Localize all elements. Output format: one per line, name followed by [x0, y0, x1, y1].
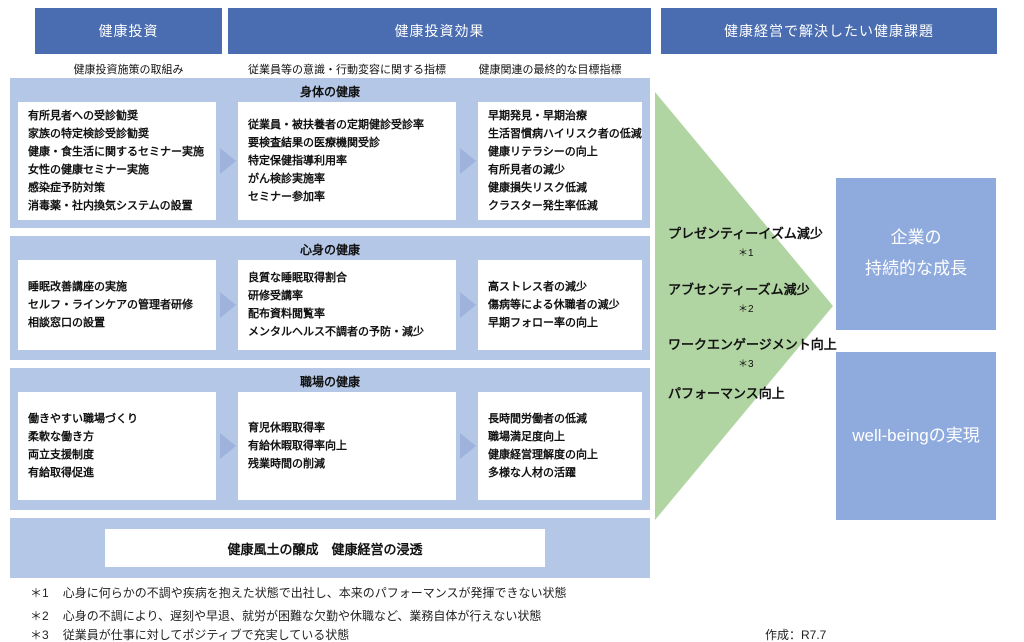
list-item: セミナー参加率 [248, 191, 325, 203]
outcome-text: 持続的な成長 [865, 259, 967, 278]
header-health-investment: 健康投資 [35, 8, 222, 54]
list-item: 健康リテラシーの向上 [488, 146, 598, 158]
outcome-text: 企業の [890, 228, 942, 248]
list-item: 従業員・被扶養者の定期健診受診率 [248, 119, 424, 131]
sublabel-behavior-indicators: 従業員等の意識・行動変容に関する指標 [248, 64, 446, 76]
indicator-box-workplace: 育児休暇取得率 有給休暇取得率向上 残業時間の削減 [238, 392, 456, 500]
footnote-mark: ＊1 [30, 586, 49, 600]
list-item: 家族の特定検診受診勧奨 [28, 128, 149, 140]
arrow-right-icon [220, 292, 236, 318]
list-item: 多様な人材の活躍 [488, 467, 576, 479]
list-item: 研修受講率 [248, 290, 303, 302]
outcome-text: well-beingの実現 [852, 425, 980, 445]
arrow-right-icon [460, 433, 476, 459]
list-item: セルフ・ラインケアの管理者研修 [28, 299, 193, 311]
list-item: 働きやすい職場づくり [28, 413, 138, 425]
arrow-item-label: パフォーマンス向上 [668, 386, 785, 401]
goal-box-workplace: 長時間労働者の低減 職場満足度向上 健康経営理解度の向上 多様な人材の活躍 [478, 392, 642, 500]
indicator-box-physical: 従業員・被扶養者の定期健診受診率 要検査結果の医療機関受診 特定保健指導利用率 … [238, 102, 456, 220]
list-item: 睡眠改善講座の実施 [28, 281, 127, 293]
footnote-3: ＊3 従業員が仕事に対してポジティブで充実している状態 [30, 626, 349, 642]
investment-box-mental: 睡眠改善講座の実施 セルフ・ラインケアの管理者研修 相談窓口の設置 [18, 260, 216, 350]
row-mental-health: 心身の健康 睡眠改善講座の実施 セルフ・ラインケアの管理者研修 相談窓口の設置 … [10, 236, 650, 360]
list-item: 長時間労働者の低減 [488, 413, 587, 425]
arrow-right-icon [460, 292, 476, 318]
header-health-issues: 健康経営で解決したい健康課題 [661, 8, 997, 54]
list-item: 残業時間の削減 [248, 458, 325, 470]
list-item: 高ストレス者の減少 [488, 281, 587, 293]
outcome-box-growth: 企業の 持続的な成長 [836, 178, 996, 330]
list-item: 健康経営理解度の向上 [488, 449, 598, 461]
footnote-text: 心身に何らかの不調や疾病を抱えた状態で出社し、本来のパフォーマンスが発揮できない… [62, 586, 567, 600]
goal-box-mental: 高ストレス者の減少 傷病等による休職者の減少 早期フォロー率の向上 [478, 260, 642, 350]
footnote-text: 従業員が仕事に対してポジティブで充実している状態 [62, 628, 350, 642]
header-investment-effects: 健康投資効果 [228, 8, 651, 54]
list-item: 育児休暇取得率 [248, 422, 325, 434]
list-item: 特定保健指導利用率 [248, 155, 347, 167]
outcome-box-wellbeing: well-beingの実現 [836, 352, 996, 520]
list-item: 消毒薬・社内換気システムの設置 [28, 200, 193, 212]
list-item: 有給休暇取得率向上 [248, 440, 347, 452]
list-item: 有給取得促進 [28, 467, 94, 479]
list-item: 有所見者への受診勧奨 [28, 110, 138, 122]
sublabel-investment-measures: 健康投資施策の取組み [73, 64, 184, 76]
list-item: 早期発見・早期治療 [488, 110, 587, 122]
list-item: 職場満足度向上 [488, 431, 565, 443]
list-item: 有所見者の減少 [488, 164, 565, 176]
footnote-mark: ＊2 [738, 304, 754, 315]
list-item: 配布資料閲覧率 [248, 308, 325, 320]
arrow-right-icon [460, 148, 476, 174]
investment-box-physical: 有所見者への受診勧奨 家族の特定検診受診勧奨 健康・食生活に関するセミナー実施 … [18, 102, 216, 220]
created-date-label: 作成：R7.7 [765, 628, 827, 642]
footnote-1: ＊1 心身に何らかの不調や疾病を抱えた状態で出社し、本来のパフォーマンスが発揮でき… [30, 584, 566, 601]
arrow-right-icon [220, 433, 236, 459]
list-item: 健康損失リスク低減 [488, 182, 587, 194]
investment-box-workplace: 働きやすい職場づくり 柔軟な働き方 両立支援制度 有給取得促進 [18, 392, 216, 500]
arrow-item-absenteeism: アブセンティーズム減少 ＊2 [668, 279, 838, 315]
footnote-mark: ＊2 [30, 609, 49, 623]
footnote-text: 心身の不調により、遅刻や早退、就労が困難な欠勤や休職など、業務自体が行えない状態 [62, 609, 542, 623]
row-physical-health: 身体の健康 有所見者への受診勧奨 家族の特定検診受診勧奨 健康・食生活に関するセ… [10, 78, 650, 228]
arrow-item-engagement: ワークエンゲージメント向上 ＊3 [668, 334, 838, 370]
list-item: がん検診実施率 [248, 173, 325, 185]
indicator-box-mental: 良質な睡眠取得割合 研修受講率 配布資料閲覧率 メンタルヘルス不調者の予防・減少 [238, 260, 456, 350]
list-item: 女性の健康セミナー実施 [28, 164, 149, 176]
footnote-2: ＊2 心身の不調により、遅刻や早退、就労が困難な欠勤や休職など、業務自体が行えない… [30, 607, 541, 624]
row-title: 職場の健康 [299, 375, 360, 389]
row-title: 心身の健康 [299, 243, 360, 257]
list-item: 良質な睡眠取得割合 [248, 272, 347, 284]
footnote-mark: ＊3 [30, 628, 49, 642]
row-workplace-health: 職場の健康 働きやすい職場づくり 柔軟な働き方 両立支援制度 有給取得促進 育児… [10, 368, 650, 510]
list-item: 生活習慣病ハイリスク者の低減 [488, 128, 642, 140]
list-item: 感染症予防対策 [28, 182, 105, 194]
list-item: 両立支援制度 [28, 449, 94, 461]
footnote-mark: ＊3 [738, 359, 754, 370]
list-item: 相談窓口の設置 [28, 317, 105, 329]
list-item: 健康・食生活に関するセミナー実施 [28, 146, 204, 158]
goal-box-physical: 早期発見・早期治療 生活習慣病ハイリスク者の低減 健康リテラシーの向上 有所見者… [478, 102, 642, 220]
culture-banner: 健康風土の醸成 健康経営の浸透 [10, 518, 650, 578]
footnote-mark: ＊1 [738, 248, 754, 259]
list-item: メンタルヘルス不調者の予防・減少 [248, 326, 424, 338]
list-item: 傷病等による休職者の減少 [488, 299, 620, 311]
arrow-item-performance: パフォーマンス向上 [668, 383, 838, 402]
arrow-item-label: ワークエンゲージメント向上 [668, 337, 837, 352]
list-item: クラスター発生率低減 [488, 200, 598, 212]
culture-banner-text: 健康風土の醸成 健康経営の浸透 [105, 529, 545, 567]
list-item: 柔軟な働き方 [28, 431, 94, 443]
arrow-item-label: アブセンティーズム減少 [668, 282, 810, 297]
list-item: 要検査結果の医療機関受診 [248, 137, 380, 149]
sublabel-final-goal-indicators: 健康関連の最終的な目標指標 [478, 64, 622, 76]
arrow-item-label: プレゼンティーイズム減少 [668, 226, 823, 241]
arrow-item-presenteeism: プレゼンティーイズム減少 ＊1 [668, 223, 838, 259]
list-item: 早期フォロー率の向上 [488, 317, 598, 329]
row-title: 身体の健康 [299, 85, 360, 99]
arrow-right-icon [220, 148, 236, 174]
